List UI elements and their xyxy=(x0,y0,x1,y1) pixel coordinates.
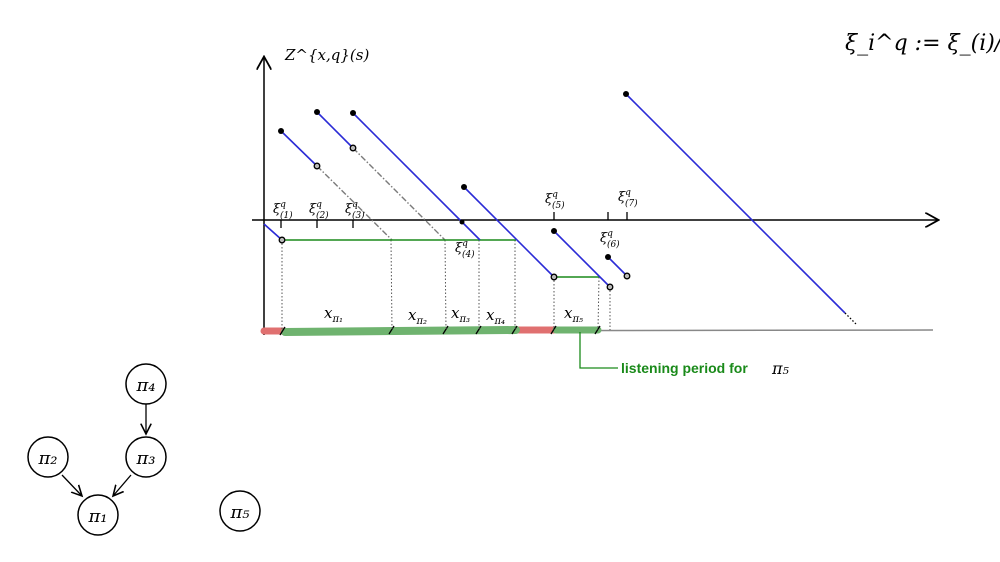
node-pi1: π₁ xyxy=(77,494,119,536)
edge-pi3-pi1 xyxy=(113,474,132,496)
svg-text:π₂: π₂ xyxy=(37,448,57,469)
svg-text:π₅: π₅ xyxy=(229,502,249,523)
x-axis-ticks xyxy=(280,212,628,228)
node-pi2: π₂ xyxy=(27,436,69,478)
listening-callout: listening period for π₅ xyxy=(579,332,790,378)
xi-label-4: ξq(4) xyxy=(455,239,475,260)
gray-dashdot-lines xyxy=(316,147,446,241)
baseline-slashes xyxy=(279,325,601,336)
interval-label-2: xπ₂ xyxy=(408,306,427,327)
node-pi5: π₅ xyxy=(219,490,261,532)
xi-label-7: ξq(7) xyxy=(618,188,638,209)
node-pi4: π₄ xyxy=(125,363,167,405)
open-dots xyxy=(278,144,631,291)
green-band xyxy=(281,326,520,336)
edge-pi2-pi1 xyxy=(61,474,82,496)
interval-label-3: xπ₃ xyxy=(451,304,470,325)
listening-label: listening period for xyxy=(621,360,748,376)
dependency-graph: π₄ π₂ π₃ π₁ π₅ xyxy=(27,363,261,536)
interval-labels: xπ₁ xπ₂ xπ₃ xπ₄ xπ₅ xyxy=(324,304,583,327)
svg-text:π₄: π₄ xyxy=(135,375,155,396)
node-pi3: π₃ xyxy=(125,436,167,478)
dotted-connectors xyxy=(281,239,611,331)
xi-label-3: ξq(3) xyxy=(345,200,365,221)
interval-label-1: xπ₁ xyxy=(324,304,343,325)
blue-line-continuation xyxy=(844,312,858,326)
formula-text: ξ_i^q := ξ_(i)/q xyxy=(845,31,1000,56)
svg-text:π₃: π₃ xyxy=(135,448,155,469)
interval-label-5: xπ₅ xyxy=(564,304,583,325)
xi-labels: ξq(1) ξq(2) ξq(3) ξq(4) ξq(5) ξq(6) ξq(7… xyxy=(273,188,638,260)
formula: ξ_i^q := ξ_(i)/q xyxy=(845,31,1000,56)
xi-label-6: ξq(6) xyxy=(600,229,620,250)
blue-lines xyxy=(263,93,846,314)
filled-dots xyxy=(278,91,629,260)
xi-label-1: ξq(1) xyxy=(273,200,293,221)
interval-label-4: xπ₄ xyxy=(486,306,505,327)
xi-label-2: ξq(2) xyxy=(309,200,329,221)
listening-target: π₅ xyxy=(771,359,790,378)
y-axis-label: Z^{x,q}(s) xyxy=(284,46,369,64)
svg-text:π₁: π₁ xyxy=(87,506,107,527)
xi-label-5: ξq(5) xyxy=(545,190,565,211)
